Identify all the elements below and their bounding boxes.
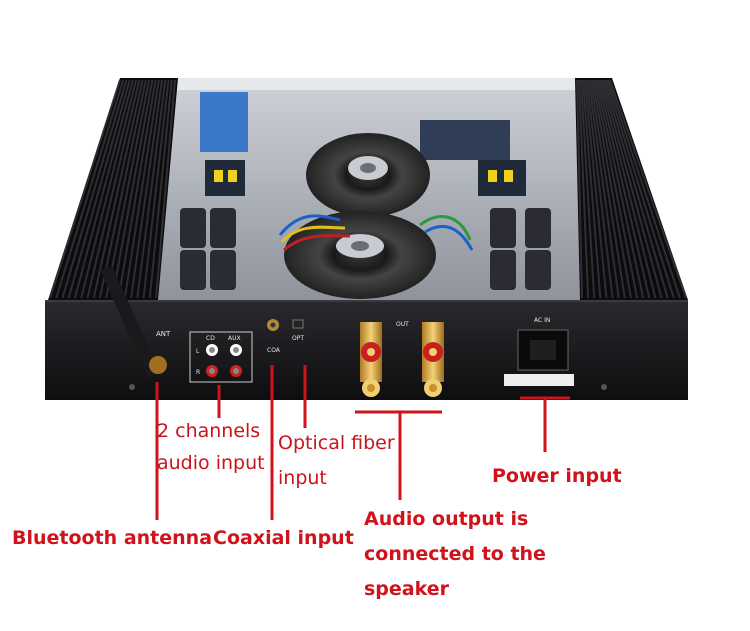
heatsink-fin: [595, 79, 645, 299]
heatsink-fin: [587, 79, 620, 299]
bluetooth-antenna: [100, 266, 167, 378]
right-capacitors: [478, 160, 551, 290]
annotation-lines: [155, 365, 570, 520]
heatsink-fin: [597, 79, 651, 299]
aux-label: AUX: [228, 335, 241, 342]
audio-output-label-line3: speaker: [364, 578, 449, 600]
heatsink-fin: [73, 79, 134, 299]
heatsink-fin: [609, 79, 687, 299]
acin-label: AC IN: [534, 317, 550, 324]
heatsink-fin: [605, 79, 675, 299]
optical-input-label: input: [278, 467, 327, 489]
coa-label: COA: [267, 347, 281, 354]
heatsink-fin: [123, 79, 160, 299]
heatsink-fin: [585, 79, 614, 299]
heatsink-fin: [117, 79, 157, 299]
heatsink-fin: [589, 79, 626, 299]
out-label: OUT: [396, 321, 409, 328]
toroidal-transformers: [278, 133, 474, 299]
heatsink-fin: [105, 79, 151, 299]
heatsink-fin: [148, 79, 173, 299]
pcb-board: [200, 92, 248, 152]
speaker-terminals: [360, 322, 444, 397]
heatsink-fin: [607, 79, 681, 299]
heatsink-fin: [603, 79, 669, 299]
audio-input-label: audio input: [157, 452, 265, 474]
heatsink-fin: [55, 79, 125, 299]
two-channels-label: 2 channels: [157, 420, 261, 442]
pcb-board: [420, 120, 510, 160]
rca-input-block: [189, 331, 253, 383]
right-heatsink-fins: [576, 79, 687, 299]
heatsink-fin: [67, 79, 131, 299]
heatsink-fin: [155, 79, 176, 299]
heatsink-fin: [130, 79, 164, 299]
heatsink-fin: [599, 79, 657, 299]
left-capacitors: [180, 160, 245, 290]
ac-inlet: [504, 329, 574, 386]
heatsink-fin: [581, 79, 602, 299]
heatsink-fin: [576, 79, 583, 299]
heatsink-fin: [579, 79, 596, 299]
heatsink-fin: [601, 79, 663, 299]
audio-output-label-line2: connected to the: [364, 543, 546, 565]
digital-inputs: [267, 319, 304, 331]
heatsink-fin: [111, 79, 154, 299]
power-input-label: Power input: [492, 465, 622, 487]
audio-output-label-line1: Audio output is: [364, 508, 529, 530]
heatsink-fin: [86, 79, 141, 299]
ant-label: ANT: [156, 330, 171, 338]
heatsink-fin: [577, 79, 590, 299]
cd-label: CD: [206, 335, 215, 342]
heatsink-fin: [583, 79, 608, 299]
left-heatsink-fins: [49, 79, 176, 299]
heatsink-fin: [98, 79, 147, 299]
heatsink-fin: [142, 79, 170, 299]
heatsink-fin: [136, 79, 167, 299]
heatsink-fin: [591, 79, 632, 299]
heatsink-fin: [593, 79, 639, 299]
heatsink-fin: [80, 79, 138, 299]
bluetooth-antenna-label: Bluetooth antenna: [12, 527, 213, 549]
l-label: L: [196, 348, 200, 355]
heatsink-fin: [49, 79, 121, 299]
optical-fiber-label: Optical fiber: [278, 432, 395, 454]
heatsink-fin: [61, 79, 128, 299]
r-label: R: [196, 369, 200, 376]
coaxial-input-label: Coaxial input: [213, 527, 354, 549]
opt-label: OPT: [292, 335, 304, 342]
heatsink-fin: [92, 79, 144, 299]
